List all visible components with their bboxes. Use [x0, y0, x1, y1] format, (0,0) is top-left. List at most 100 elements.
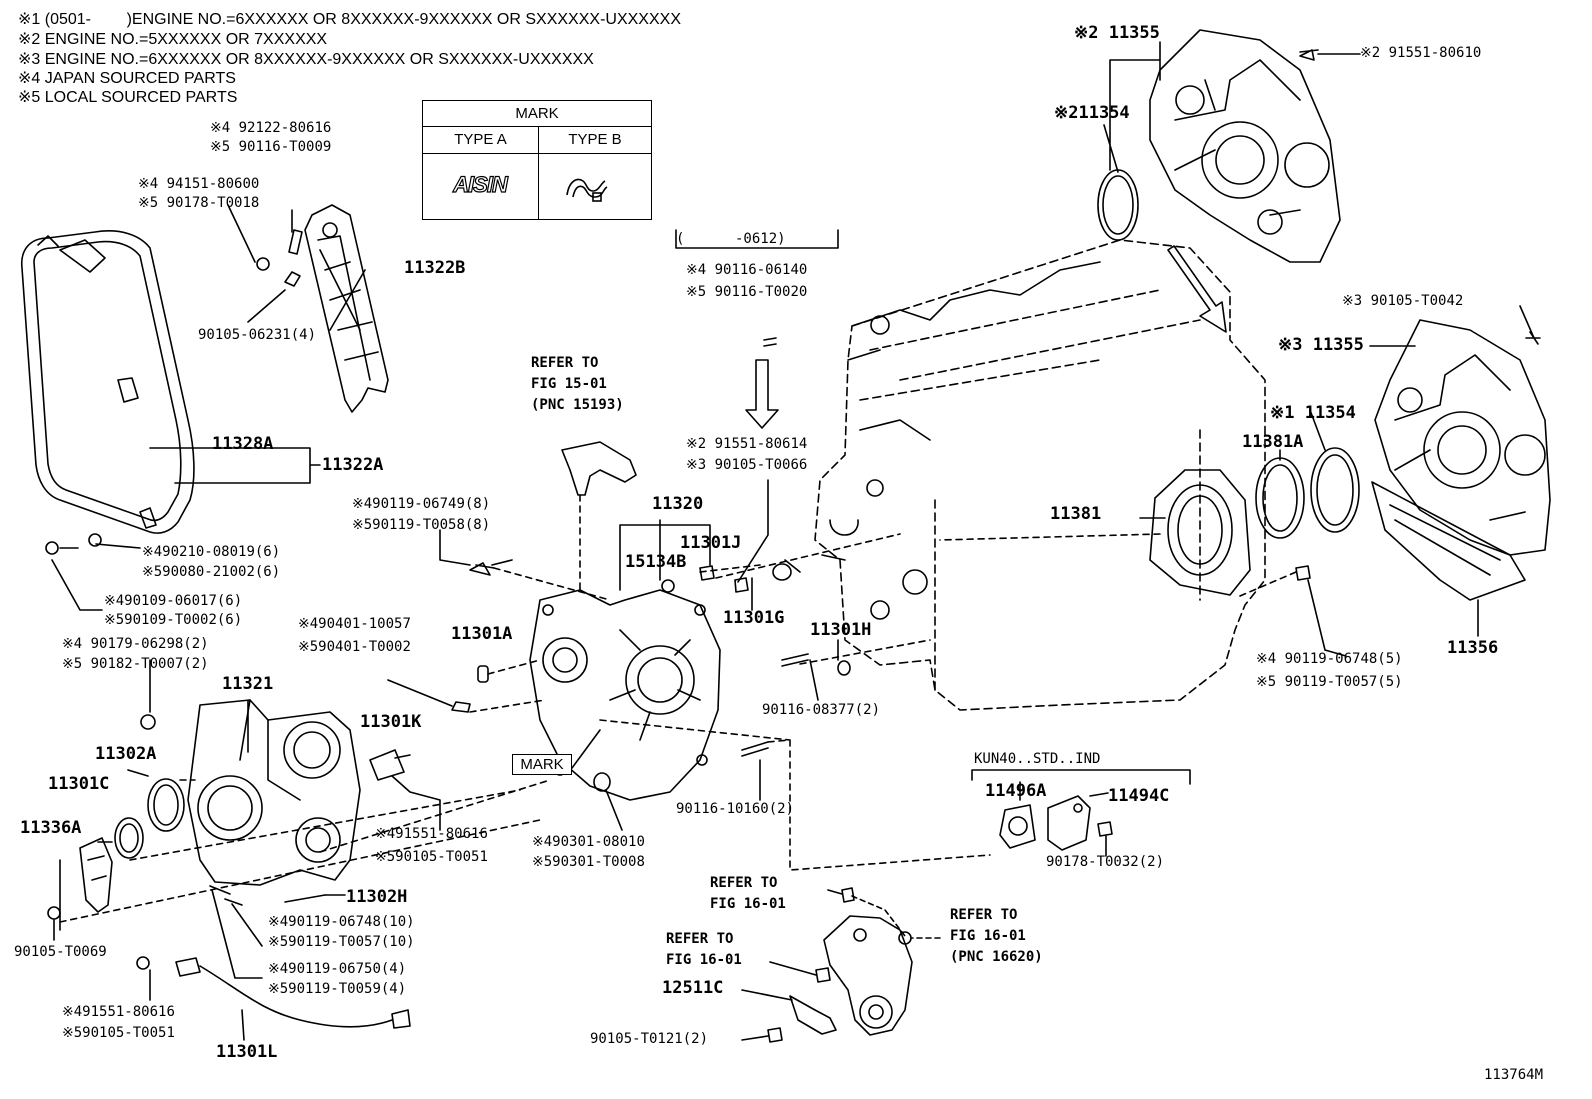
label-11301a: 11301A	[451, 624, 513, 644]
label-11494c: 11494C	[1108, 786, 1170, 806]
refer-to-16-01-pnc-line1: REFER TO	[950, 907, 1018, 923]
figure-number: 113764M	[1484, 1067, 1544, 1083]
refer-to-16-01-b-line1: REFER TO	[666, 931, 734, 947]
cover-11494c	[1047, 795, 1091, 851]
seal-11354-upper	[1097, 169, 1139, 241]
label-11354-upper: ※211354	[1054, 103, 1130, 123]
timing-cover-11322b	[304, 204, 389, 413]
refer-to-15-01-line1: REFER TO	[531, 355, 599, 371]
label-90105-t0121: 90105-T0121(2)	[590, 1031, 709, 1047]
note-4: ※4 JAPAN SOURCED PARTS	[18, 70, 236, 87]
label-date-range-0612: ( -0612)	[676, 231, 786, 247]
label-90210-08019: ※490210-08019(6)	[142, 544, 281, 560]
bolts-upper-left	[227, 204, 303, 323]
assembly-lines-tensioner	[851, 895, 941, 939]
sensor-11301k	[369, 749, 411, 781]
seal-11354-lower	[1310, 447, 1360, 533]
gasket-15193	[561, 441, 637, 496]
label-91551-80616-b: ※491551-80616	[62, 1004, 175, 1020]
engine-plate-11320	[529, 589, 721, 801]
label-11321: 11321	[222, 674, 274, 694]
label-90116-t0009: ※5 90116-T0009	[210, 139, 332, 155]
label-11322b: 11322B	[404, 258, 466, 278]
mark-leader	[571, 729, 601, 769]
leader-lines-left	[51, 543, 441, 1041]
refer-to-16-01-pnc-line3: (PNC 16620)	[950, 949, 1043, 965]
refer-to-16-01-pnc-line2: FIG 16-01	[950, 928, 1026, 944]
refer-to-16-01-b-line2: FIG 16-01	[666, 952, 742, 968]
label-15134b: 15134B	[625, 552, 687, 572]
label-11302h: 11302H	[346, 887, 408, 907]
bracket-11336a	[79, 837, 113, 913]
note-1: ※1 (0501- )ENGINE NO.=6XXXXXX OR 8XXXXXX…	[18, 11, 681, 28]
gasket-11496a	[999, 804, 1036, 849]
refer-to-15-01-line3: (PNC 15193)	[531, 397, 624, 413]
leader-11322a	[149, 447, 321, 484]
leader-upper-right	[1103, 41, 1361, 173]
assembly-lines-right	[939, 533, 1297, 597]
label-90119-t0057-5: ※5 90119-T0057(5)	[1256, 674, 1403, 690]
rear-plate-11355-upper	[1149, 29, 1341, 263]
engine-block	[814, 239, 1266, 711]
label-90119-06748-10: ※490119-06748(10)	[268, 914, 415, 930]
bolt-icon	[45, 541, 59, 555]
label-11336a: 11336A	[20, 818, 82, 838]
leader-tensioner	[741, 889, 843, 1041]
bolt-icon	[469, 562, 495, 576]
aisin-logo: AISIN	[453, 172, 509, 197]
tensioner-16620	[823, 915, 913, 1036]
note-3: ※3 ENGINE NO.=6XXXXXX OR 8XXXXXX-9XXXXXX…	[18, 51, 594, 68]
label-90105-t0066: ※3 90105-T0066	[686, 457, 808, 473]
label-91551-80614: ※2 91551-80614	[686, 436, 808, 452]
label-11301h: 11301H	[810, 620, 872, 640]
timing-belt-cover-11328a	[21, 230, 195, 534]
note-2: ※2 ENGINE NO.=5XXXXXX OR 7XXXXXX	[18, 31, 328, 48]
label-90105-t0051-a: ※590105-T0051	[375, 849, 488, 865]
seal-11302a	[147, 778, 185, 832]
label-90119-t0059: ※590119-T0059(4)	[268, 981, 407, 997]
arrow-down-icon	[745, 359, 779, 429]
bolt-icon	[767, 1027, 783, 1043]
pin-11301a	[477, 665, 489, 683]
label-90301-t0008: ※590301-T0008	[532, 854, 645, 870]
refer-to-15-01-line2: FIG 15-01	[531, 376, 607, 392]
o-ring-11301h	[837, 660, 851, 676]
assembly-lines-left	[59, 779, 551, 923]
bolt-icon	[1299, 49, 1319, 61]
label-90105-t0051-b: ※590105-T0051	[62, 1025, 175, 1041]
mark-table-type-a: TYPE A	[454, 131, 507, 148]
label-11354-lower: ※1 11354	[1270, 403, 1356, 423]
label-90182-t0007: ※5 90182-T0007(2)	[62, 656, 209, 672]
label-11301g: 11301G	[723, 608, 785, 628]
label-90080-21002: ※590080-21002(6)	[142, 564, 281, 580]
seal-11301c	[114, 817, 144, 859]
leader-lines-right	[1139, 305, 1535, 657]
assembly-lines-center	[469, 533, 991, 871]
refer-to-16-01-a-line1: REFER TO	[710, 875, 778, 891]
o-ring-11301g	[772, 563, 792, 581]
bolt-icon	[1097, 821, 1113, 837]
leader-kun40	[1019, 781, 1109, 857]
engine-block-detail	[821, 261, 1101, 620]
label-90109-t0002: ※590109-T0002(6)	[104, 612, 243, 628]
label-90119-t0058: ※590119-T0058(8)	[352, 517, 491, 533]
bolt-icon	[1295, 565, 1311, 581]
label-90119-06750: ※490119-06750(4)	[268, 961, 407, 977]
label-11301k: 11301K	[360, 712, 422, 732]
label-90119-t0057-10: ※590119-T0057(10)	[268, 934, 415, 950]
o-ring-90301	[593, 772, 611, 792]
label-90105-t0069: 90105-T0069	[14, 944, 107, 960]
studs	[741, 653, 809, 757]
label-12511c: 12511C	[662, 978, 724, 998]
label-11301c: 11301C	[48, 774, 110, 794]
refer-to-16-01-a-line2: FIG 16-01	[710, 896, 786, 912]
label-90116-06140: ※4 90116-06140	[686, 262, 808, 278]
label-11381a: 11381A	[1242, 432, 1304, 452]
label-11320: 11320	[652, 494, 704, 514]
kun40-bracket	[971, 769, 1191, 785]
bolt-icon	[841, 887, 855, 903]
label-11301j: 11301J	[680, 533, 742, 553]
label-90401-t0002: ※590401-T0002	[298, 639, 411, 655]
mark-box: MARK	[512, 754, 572, 775]
